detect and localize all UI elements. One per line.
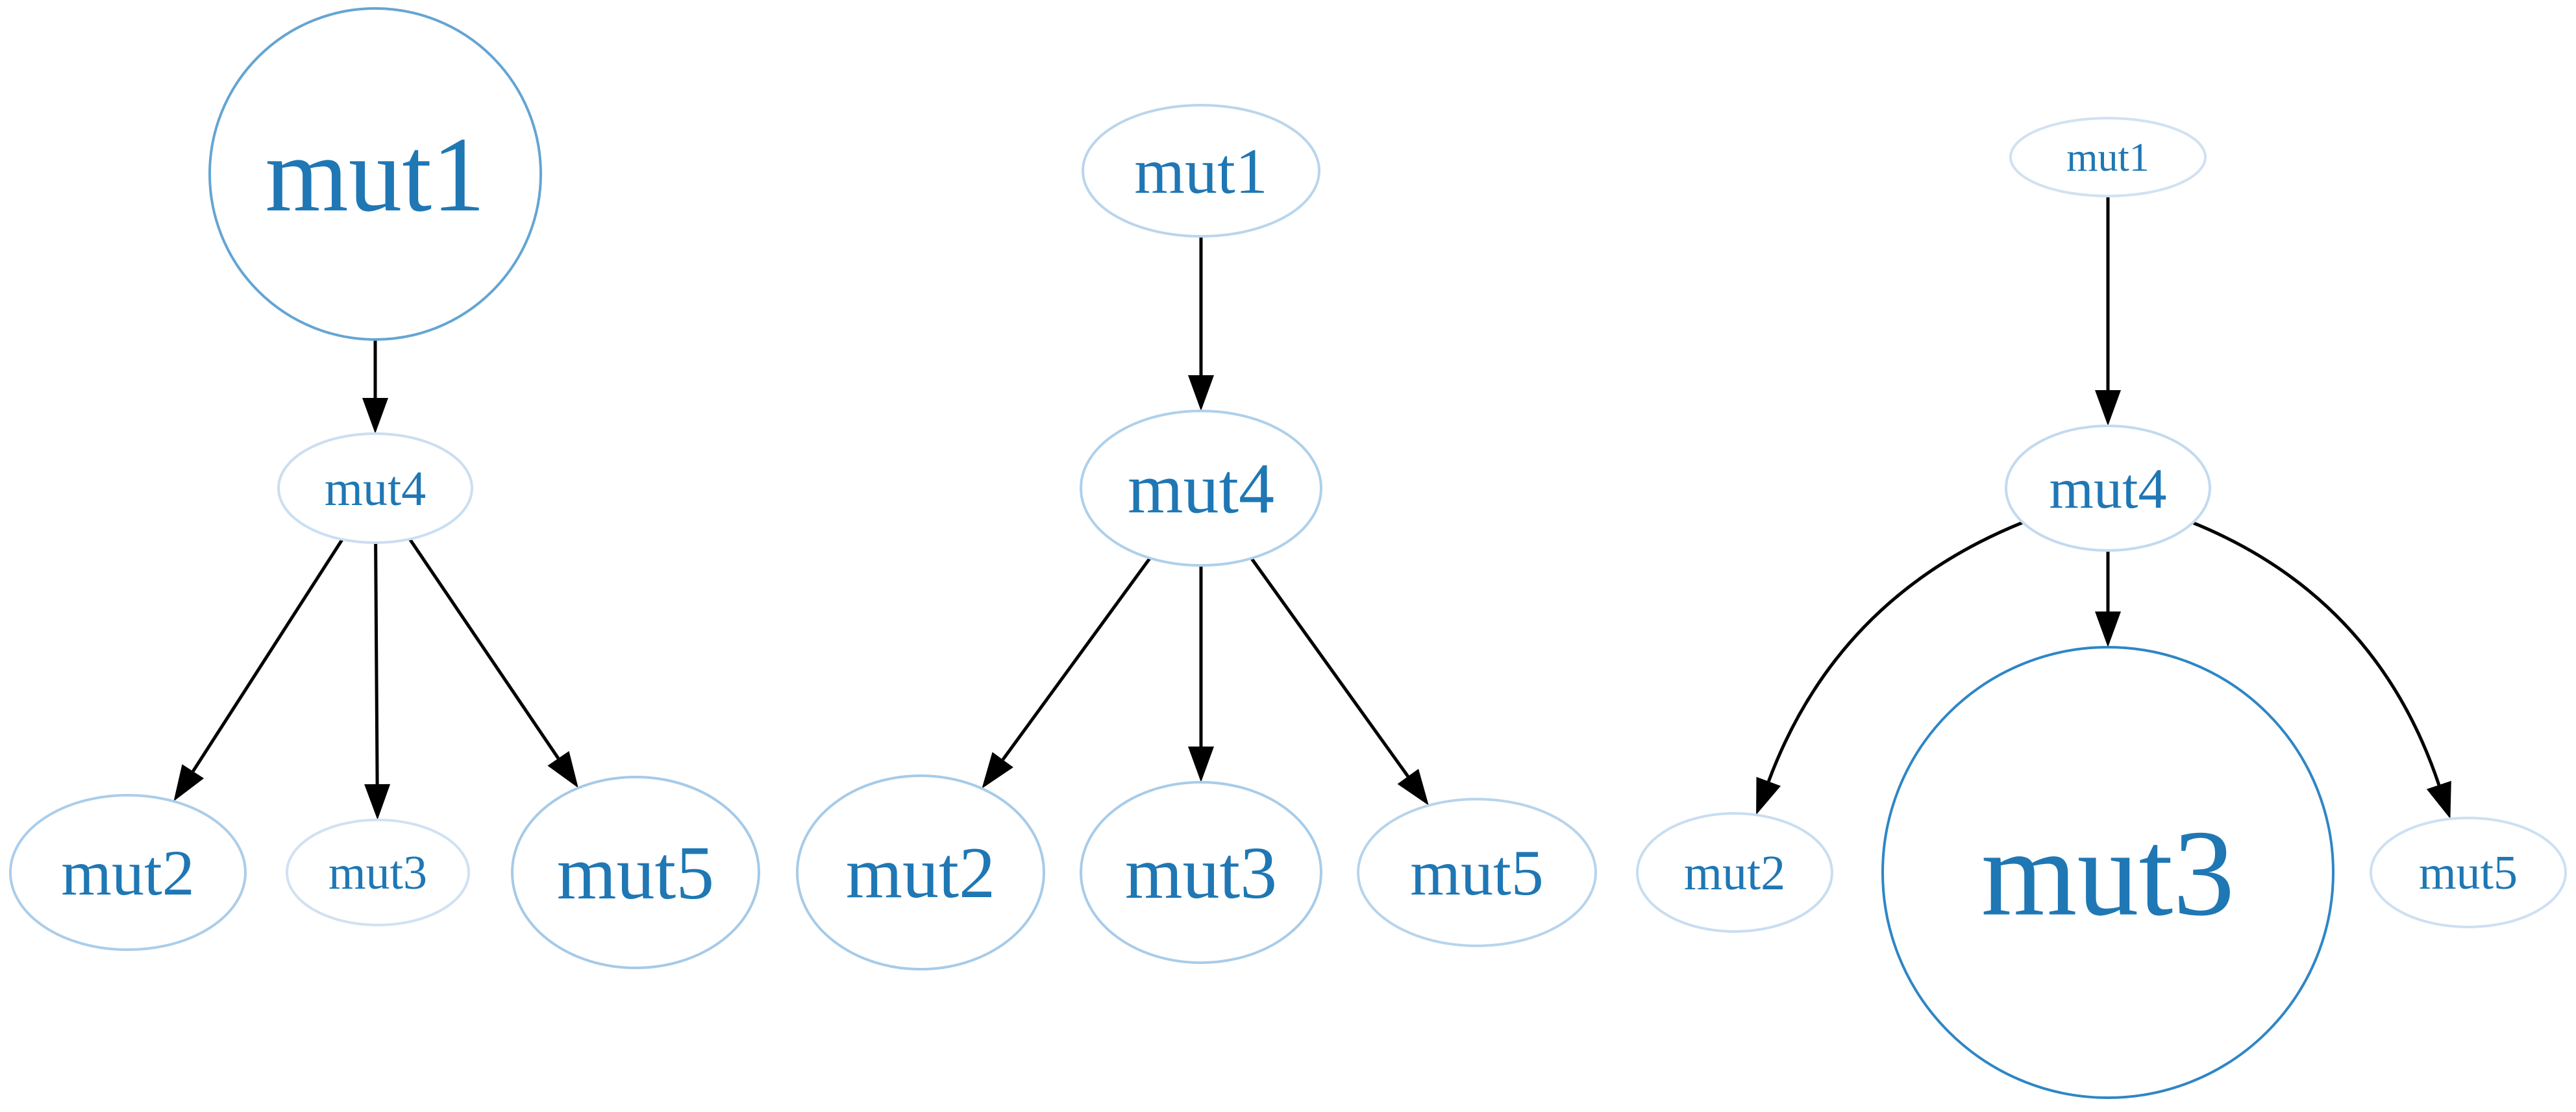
node-label: mut4 [2050, 458, 2167, 521]
arrowhead-icon [2095, 390, 2121, 426]
edge-mut4-to-mut3 [2095, 550, 2121, 647]
edge-mut1-to-mut4 [1188, 236, 1214, 411]
node-tree-3-mut1: mut1 [2009, 117, 2207, 197]
node-ellipse [1881, 646, 2334, 1099]
edge-line [1001, 557, 1152, 761]
edge-mut4-to-mut5 [408, 538, 578, 788]
node-ellipse [2009, 117, 2207, 197]
node-ellipse [511, 776, 760, 969]
edge-mut4-to-mut2 [982, 557, 1152, 789]
node-ellipse [796, 774, 1045, 970]
arrowhead-icon [2095, 612, 2121, 647]
arrowhead-icon [1188, 747, 1214, 782]
arrowhead-icon [982, 752, 1013, 789]
node-tree-2-mut1: mut1 [1082, 104, 1320, 238]
arrowhead-icon [364, 784, 391, 820]
node-label: mut2 [61, 837, 195, 909]
node-label: mut5 [557, 830, 715, 915]
tree-3: mut1 mut4 mut2 mut3 mut5 [1636, 117, 2567, 1099]
node-ellipse [1080, 410, 1322, 567]
node-ellipse [1636, 812, 1833, 933]
edge-mut1-to-mut4 [362, 340, 388, 434]
arrowhead-icon [547, 751, 578, 788]
node-label: mut3 [328, 846, 427, 900]
arrowhead-icon [1756, 776, 1781, 815]
node-label: mut4 [325, 462, 426, 516]
node-tree-1-mut5: mut5 [511, 776, 760, 969]
edge-mut4-to-mut2 [1756, 521, 2024, 815]
node-tree-2-mut4: mut4 [1080, 410, 1322, 567]
tree-1: mut1 mut4 mut2 mut3 mut5 [9, 7, 760, 969]
node-label: mut3 [1125, 832, 1277, 914]
edge-mut4-to-mut3 [1188, 565, 1214, 782]
node-label: mut3 [1981, 806, 2235, 942]
node-label: mut1 [265, 115, 485, 234]
node-label: mut1 [1134, 135, 1268, 207]
edge-line [408, 538, 560, 760]
node-label: mut2 [846, 833, 995, 913]
node-ellipse [2005, 425, 2211, 552]
node-tree-1-mut1: mut1 [208, 7, 542, 341]
node-ellipse [277, 432, 473, 544]
edge-line [374, 542, 379, 785]
node-label: mut4 [1128, 449, 1274, 528]
arrowhead-icon [362, 398, 388, 434]
node-ellipse [1357, 798, 1597, 947]
arrowhead-icon [173, 764, 204, 802]
arrowhead-icon [1188, 375, 1214, 411]
node-tree-2-mut3: mut3 [1080, 781, 1322, 964]
node-ellipse [9, 794, 247, 951]
node-tree-2-mut5: mut5 [1357, 798, 1597, 947]
edge-line [1766, 521, 2024, 782]
tree-2: mut1 mut4 mut2 mut3 mut5 [796, 104, 1597, 970]
node-label: mut1 [2066, 136, 2149, 180]
node-tree-3-mut4: mut4 [2005, 425, 2211, 552]
node-label: mut5 [2419, 846, 2518, 900]
node-tree-3-mut5: mut5 [2370, 817, 2567, 928]
node-ellipse [286, 819, 470, 926]
edge-line [2192, 521, 2441, 786]
node-tree-1-mut4: mut4 [277, 432, 473, 544]
node-tree-3-mut3: mut3 [1881, 646, 2334, 1099]
edge-line [192, 538, 344, 772]
edge-mut1-to-mut4 [2095, 196, 2121, 426]
node-tree-1-mut3: mut3 [286, 819, 470, 926]
arrowhead-icon [1397, 769, 1429, 806]
edge-mut4-to-mut2 [173, 538, 344, 802]
node-ellipse [2370, 817, 2567, 928]
edge-mut4-to-mut3 [364, 542, 391, 820]
node-label: mut2 [1684, 846, 1785, 900]
arrowhead-icon [2426, 780, 2451, 819]
node-ellipse [208, 7, 542, 341]
edge-mut4-to-mut5 [2192, 521, 2451, 819]
edge-line [1250, 557, 1409, 778]
node-ellipse [1082, 104, 1320, 238]
node-tree-3-mut2: mut2 [1636, 812, 1833, 933]
edge-mut4-to-mut5 [1250, 557, 1429, 806]
node-tree-1-mut2: mut2 [9, 794, 247, 951]
node-ellipse [1080, 781, 1322, 964]
node-label: mut5 [1410, 837, 1544, 909]
node-tree-2-mut2: mut2 [796, 774, 1045, 970]
